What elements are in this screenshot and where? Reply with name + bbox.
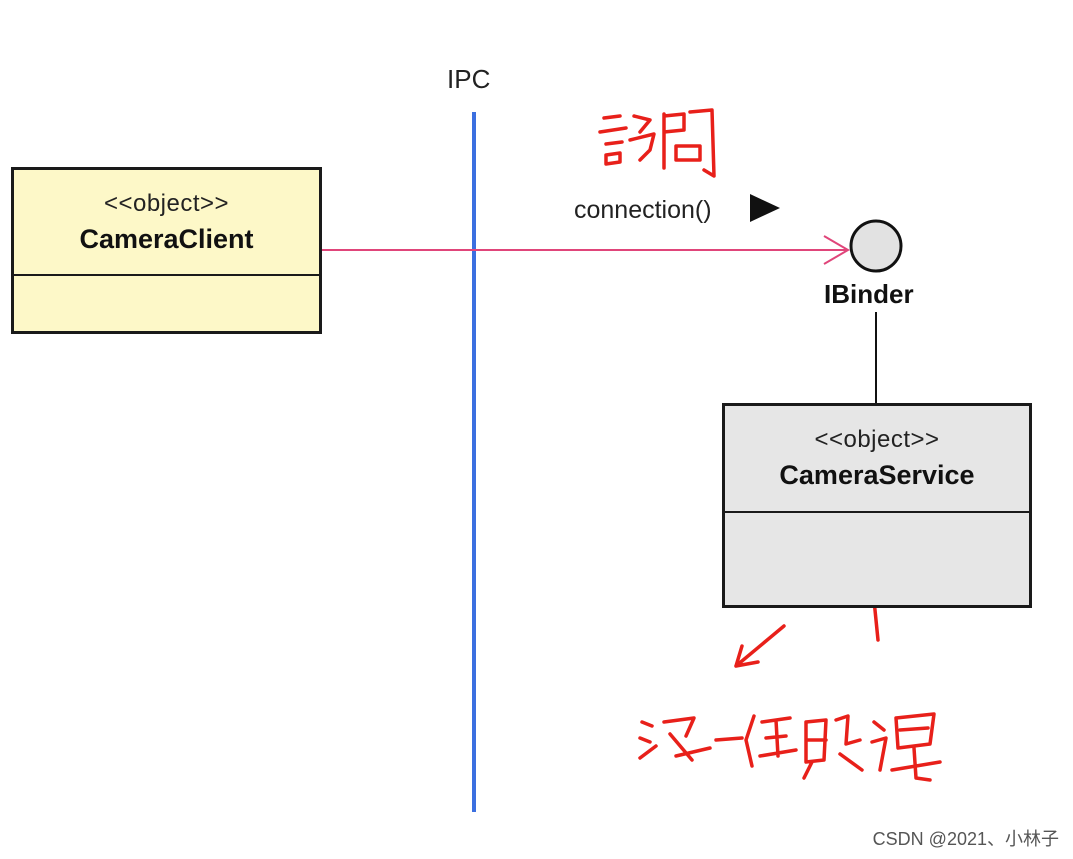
camera-client-header: <<object>> CameraClient [14,170,319,276]
camera-service-stereotype: <<object>> [814,426,940,453]
message-label: connection() [574,196,712,224]
camera-client-object[interactable]: <<object>> CameraClient [11,167,322,334]
handwritten-arrow [734,624,786,668]
ibinder-interface-icon [849,219,903,273]
connection-arrowhead [823,235,850,265]
camera-client-name: CameraClient [79,223,254,254]
message-direction-icon [750,194,780,222]
camera-service-body [725,513,1029,605]
camera-service-object[interactable]: <<object>> CameraService [722,403,1032,608]
watermark: CSDN @2021、小林子 [872,829,1059,849]
handwritten-annotation-top [598,108,716,178]
interface-label: IBinder [824,279,914,309]
camera-service-header: <<object>> CameraService [725,406,1029,513]
ipc-label: IPC [447,64,491,94]
camera-client-stereotype: <<object>> [103,189,230,217]
camera-client-body [14,276,319,331]
camera-service-name: CameraService [779,460,975,490]
handwritten-annotation-bottom [638,712,942,782]
